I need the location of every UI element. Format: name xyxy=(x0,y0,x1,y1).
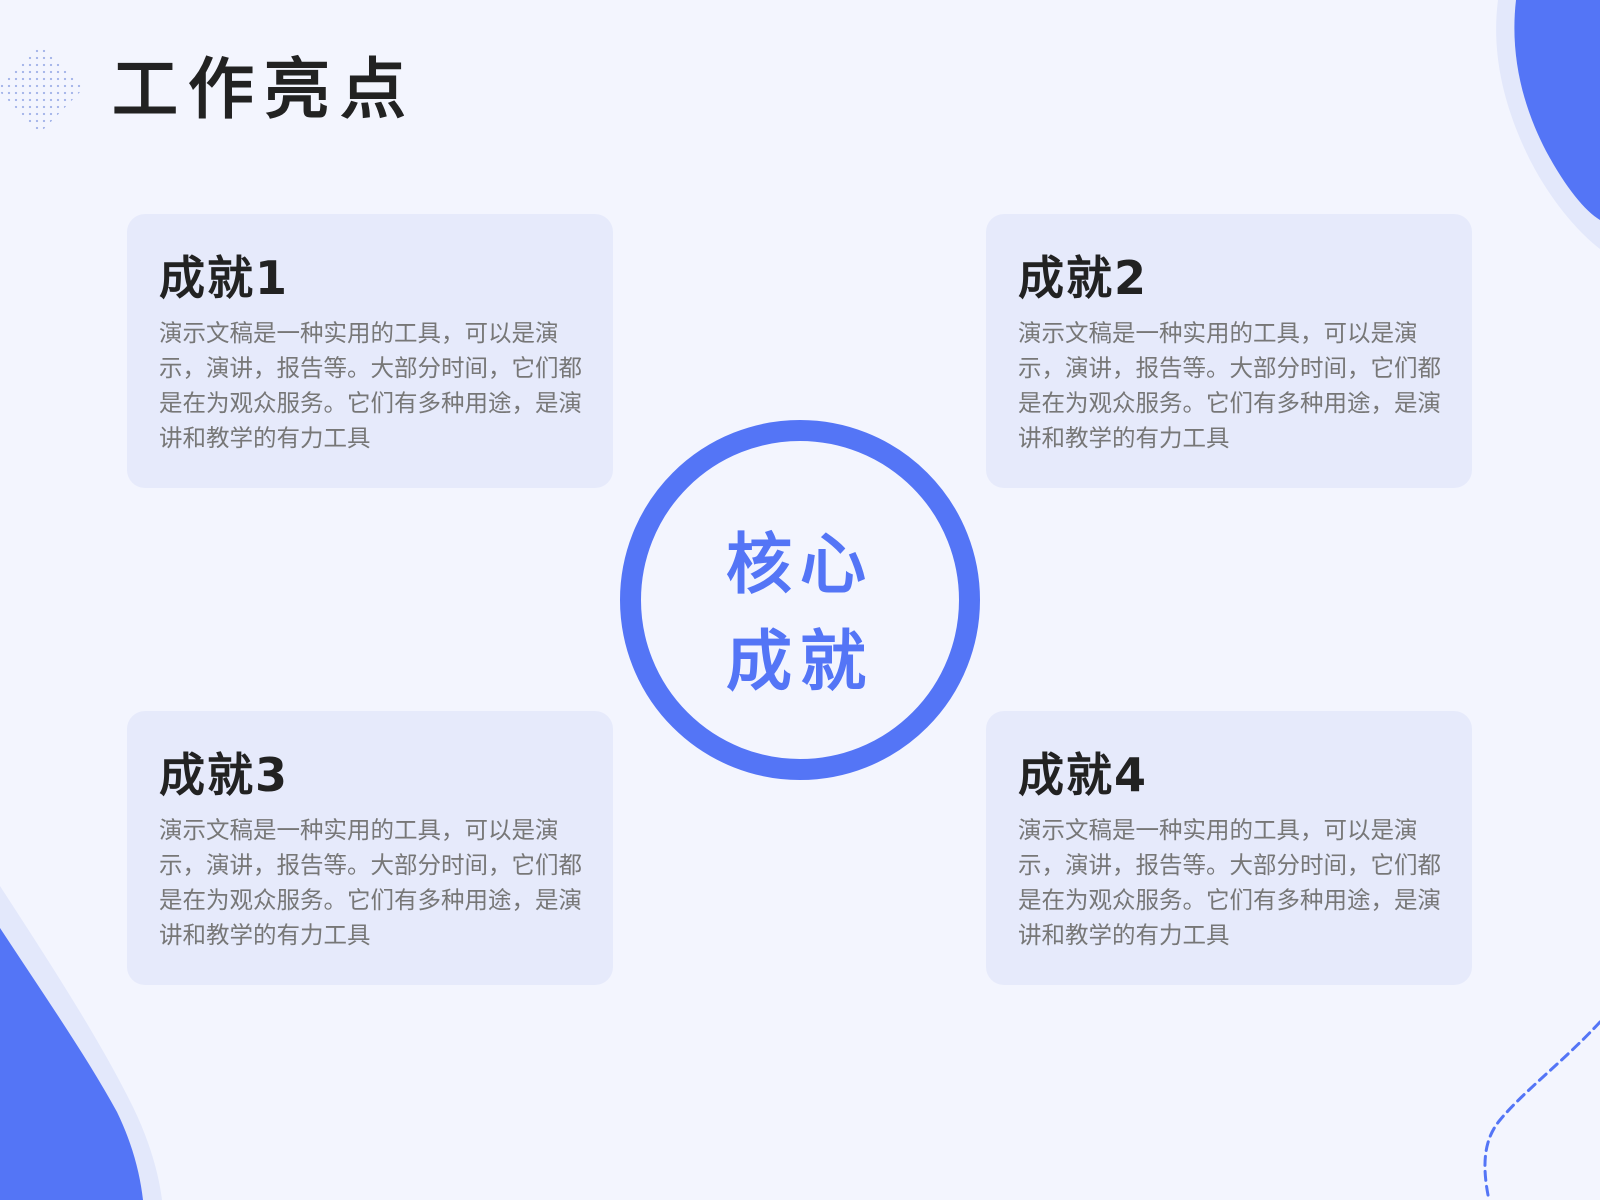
core-achievement-ring: 核心 成就 xyxy=(620,420,980,780)
core-achievement-line-1: 核心 xyxy=(726,526,874,603)
achievement-description-3: 演示文稿是一种实用的工具，可以是演示，演讲，报告等。大部分时间，它们都是在为观众… xyxy=(159,816,582,949)
core-achievement-line-2: 成就 xyxy=(726,623,874,700)
achievement-title-2: 成就2 xyxy=(1018,251,1149,305)
achievement-title-4: 成就4 xyxy=(1018,748,1149,802)
achievement-title-3: 成就3 xyxy=(159,748,290,802)
achievement-card-1: 成就1 演示文稿是一种实用的工具，可以是演示，演讲，报告等。大部分时间，它们都是… xyxy=(127,214,613,488)
achievement-description-1: 演示文稿是一种实用的工具，可以是演示，演讲，报告等。大部分时间，它们都是在为观众… xyxy=(159,319,582,452)
achievement-title-1: 成就1 xyxy=(159,251,290,305)
achievement-description-4: 演示文稿是一种实用的工具，可以是演示，演讲，报告等。大部分时间，它们都是在为观众… xyxy=(1018,816,1441,949)
achievement-card-3: 成就3 演示文稿是一种实用的工具，可以是演示，演讲，报告等。大部分时间，它们都是… xyxy=(127,711,613,985)
dot-diamond-icon xyxy=(0,43,84,133)
achievement-card-4: 成就4 演示文稿是一种实用的工具，可以是演示，演讲，报告等。大部分时间，它们都是… xyxy=(986,711,1472,985)
top-right-blue-wave xyxy=(1514,0,1600,220)
top-right-light-wave xyxy=(1496,0,1600,249)
dashed-curve-line xyxy=(1483,1020,1600,1200)
page-title: 工作亮点 xyxy=(112,51,416,128)
achievement-card-2: 成就2 演示文稿是一种实用的工具，可以是演示，演讲，报告等。大部分时间，它们都是… xyxy=(986,214,1472,488)
bottom-left-blue-wave xyxy=(0,928,143,1200)
achievement-description-2: 演示文稿是一种实用的工具，可以是演示，演讲，报告等。大部分时间，它们都是在为观众… xyxy=(1018,319,1441,452)
